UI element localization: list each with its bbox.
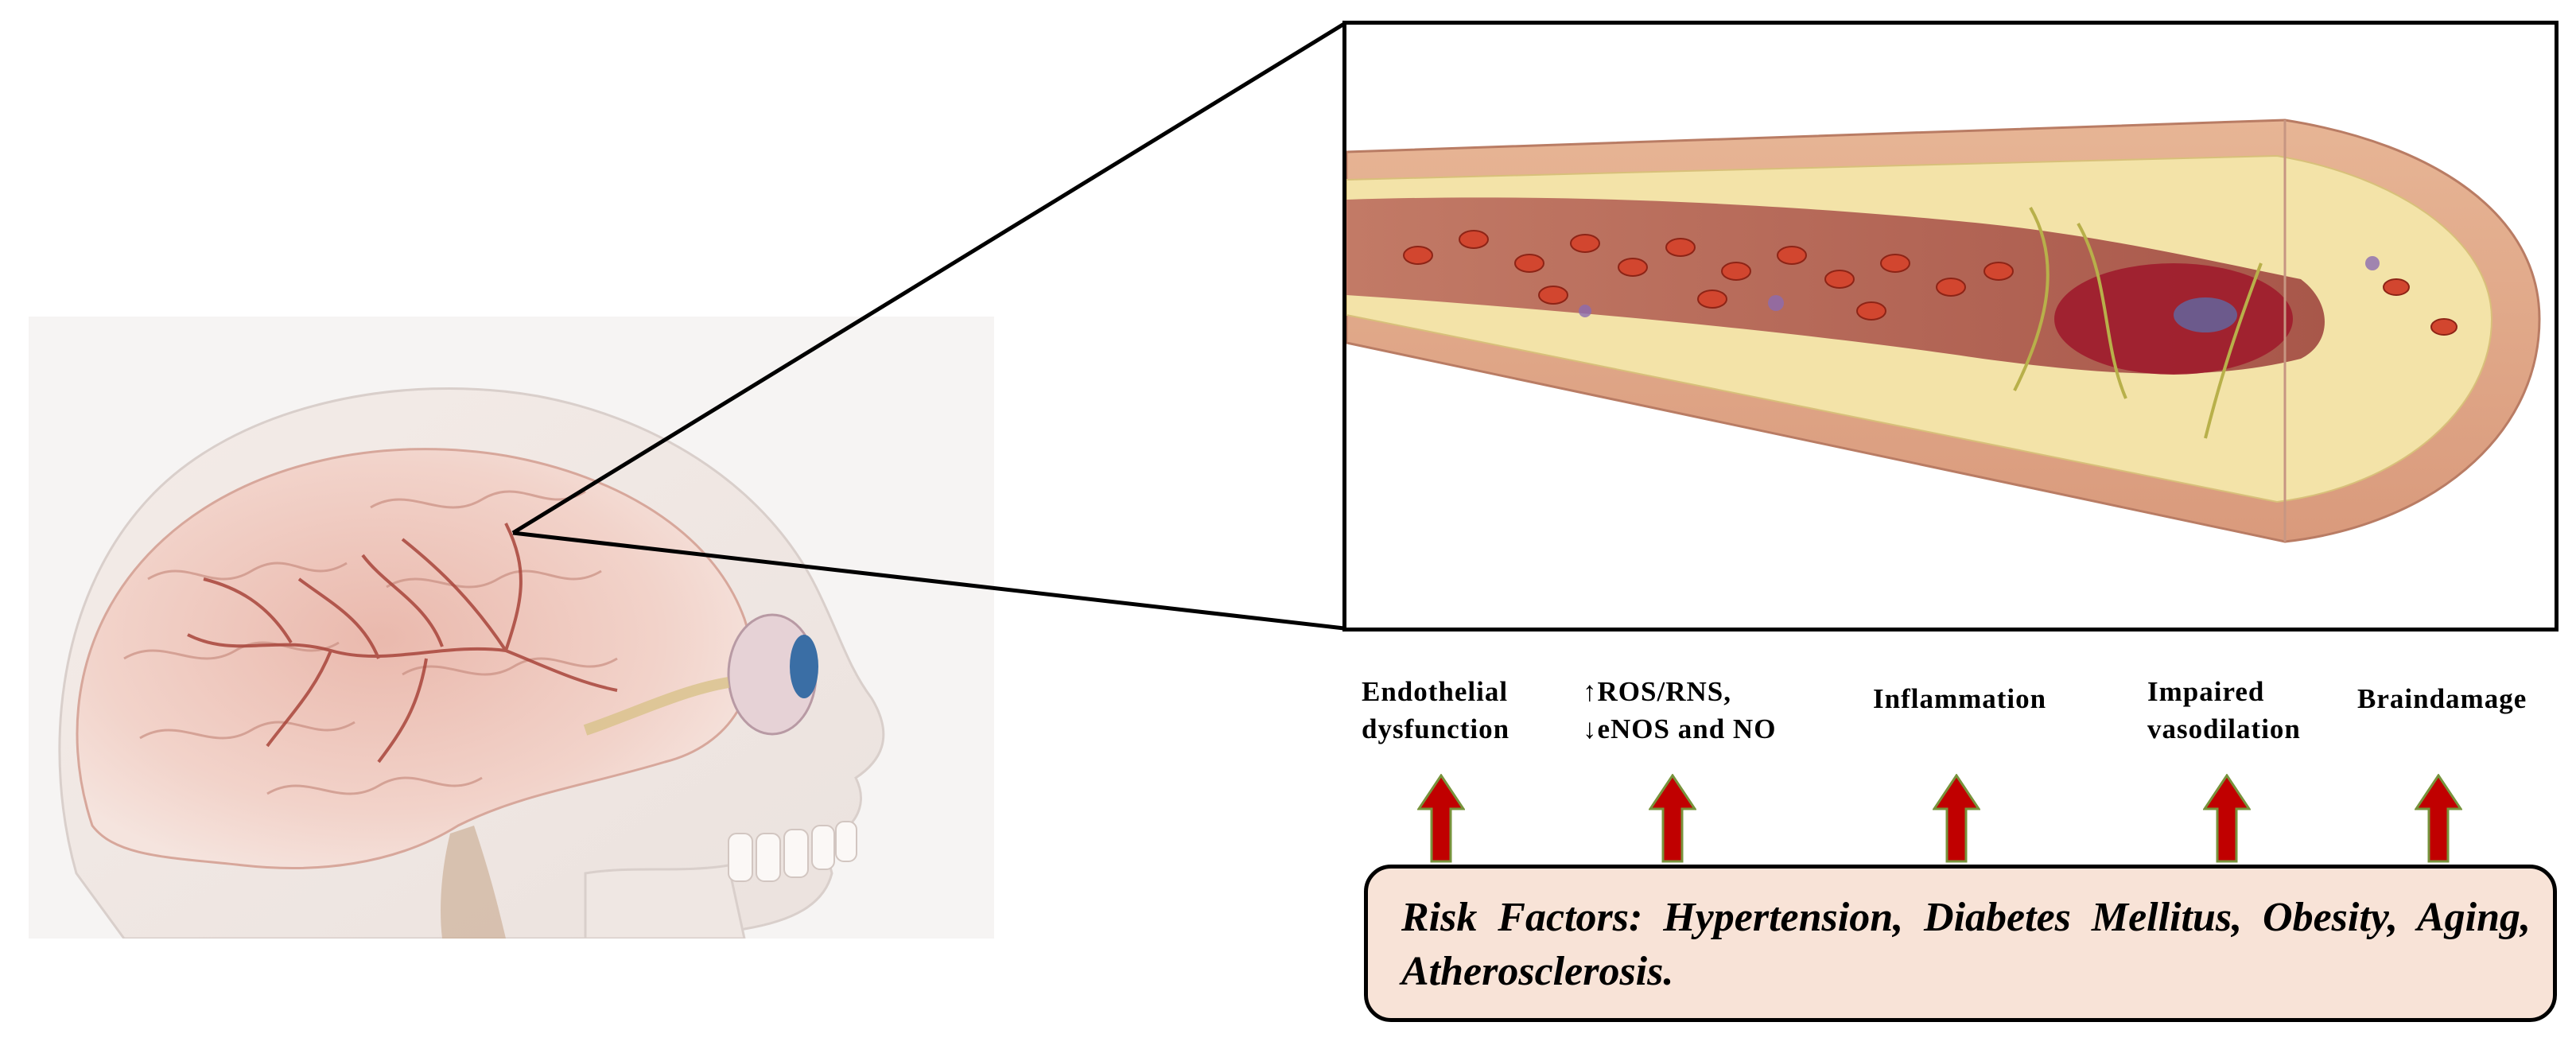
brain-skull-illustration: [29, 317, 994, 939]
up-arrow-icon: [1417, 774, 1465, 863]
effect-line1: Impaired: [2147, 676, 2265, 707]
effect-line1: Endothelial: [1362, 676, 1509, 707]
effect-label-impaired-vasodilation: Impaired vasodilation: [2147, 673, 2301, 748]
up-arrow-icon: [2203, 774, 2251, 863]
up-arrow-icon: [1649, 774, 1696, 863]
effect-line2: dysfunction: [1362, 713, 1510, 744]
effect-line2: Inflammation: [1873, 683, 2047, 714]
effect-line1: ↑ROS/RNS,: [1583, 676, 1731, 707]
effect-label-brain-damage: Braindamage: [2357, 680, 2527, 717]
effect-line2: ↓eNOS and NO: [1583, 713, 1777, 744]
up-arrow-icon: [1933, 774, 1980, 863]
effect-label-ros-rns: ↑ROS/RNS, ↓eNOS and NO: [1583, 673, 1776, 748]
up-arrow-icon: [2415, 774, 2462, 863]
artery-cross-section-illustration: [1342, 21, 2559, 632]
risk-factors-box: Risk Factors: Hypertension, Diabetes Mel…: [1364, 865, 2557, 1022]
effect-line2: vasodilation: [2147, 713, 2301, 744]
effect-line2: Braindamage: [2357, 683, 2527, 714]
effect-label-endothelial-dysfunction: Endothelial dysfunction: [1362, 673, 1509, 748]
effect-label-inflammation: Inflammation: [1873, 680, 2046, 717]
risk-factors-text: Risk Factors: Hypertension, Diabetes Mel…: [1401, 895, 2531, 994]
